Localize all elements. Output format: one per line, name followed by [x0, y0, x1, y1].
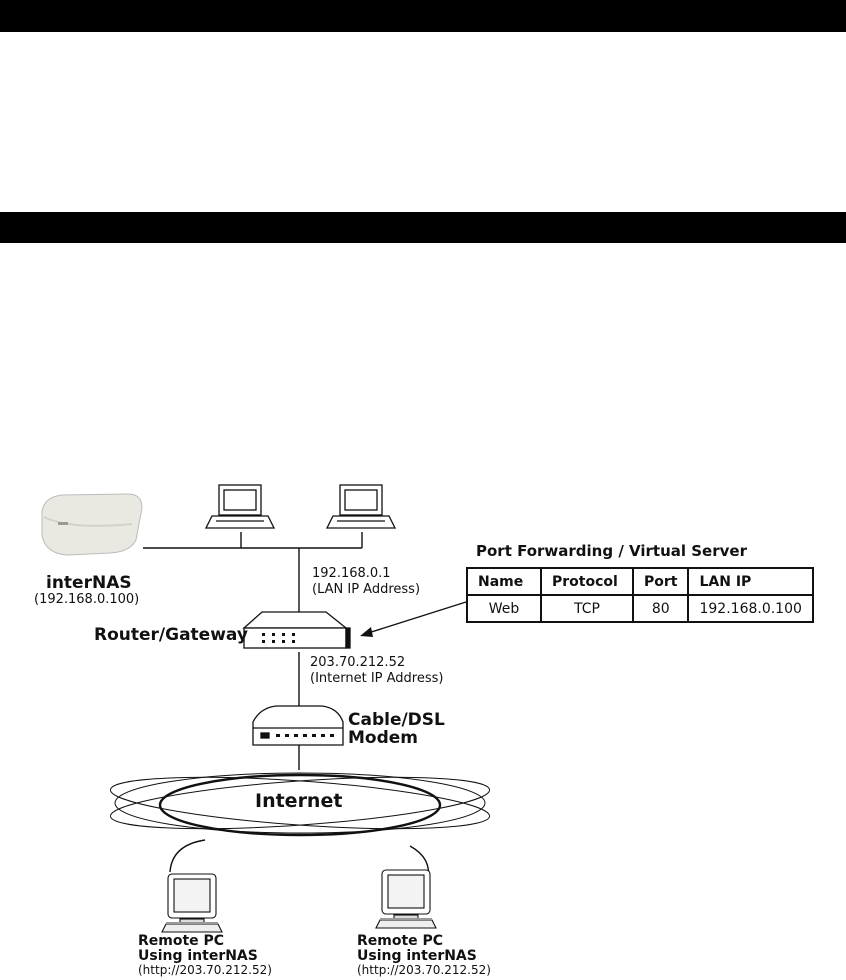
remote-pc-1-icon [161, 873, 223, 933]
remote-pc-1-line3: (http://203.70.212.52) [138, 963, 272, 977]
header-name: Name [466, 567, 542, 596]
table-header-row: Name Protocol Port LAN IP [466, 567, 814, 596]
lan-pc-2-icon [325, 484, 397, 529]
internet-cloud-icon [109, 772, 491, 837]
cell-lan-ip: 192.168.0.100 [687, 594, 814, 623]
remote-pc-2-line2: Using interNAS [357, 948, 477, 964]
modem-label-line2: Modem [348, 728, 419, 748]
nas-device-icon [41, 493, 143, 556]
modem-label-line1: Cable/DSL [348, 710, 445, 730]
router-icon [242, 611, 351, 649]
remote-pc-1-line1: Remote PC [138, 933, 225, 949]
remote-pc-2-icon [375, 869, 437, 929]
remote-pc-2-line3: (http://203.70.212.52) [357, 963, 491, 977]
internet-label: Internet [255, 790, 343, 812]
remote-pc-2-line1: Remote PC [357, 933, 444, 949]
forward-arrow-head [360, 627, 373, 637]
remote-link-left [169, 839, 206, 873]
table-row: Web TCP 80 192.168.0.100 [466, 594, 814, 623]
lan-ip-label: 192.168.0.1 [312, 566, 391, 581]
modem-icon [252, 705, 344, 746]
nas-name-label: interNAS [46, 573, 132, 593]
lan-pc-1-icon [204, 484, 276, 529]
port-forwarding-table: Name Protocol Port LAN IP Web TCP 80 192… [466, 567, 814, 623]
header-bar-top [0, 0, 846, 32]
header-lan-ip: LAN IP [687, 567, 814, 596]
nas-ip-label: (192.168.0.100) [34, 592, 140, 607]
forward-arrow-line [364, 601, 467, 635]
lan-ip-note-label: (LAN IP Address) [312, 582, 421, 597]
cell-protocol: TCP [540, 594, 634, 623]
cell-name: Web [466, 594, 542, 623]
wan-ip-label: 203.70.212.52 [310, 655, 406, 670]
wan-ip-note-label: (Internet IP Address) [310, 671, 444, 686]
router-name-label: Router/Gateway [94, 625, 248, 645]
port-forwarding-title: Port Forwarding / Virtual Server [476, 542, 747, 560]
cell-port: 80 [631, 594, 690, 623]
header-bar-section [0, 212, 846, 243]
remote-pc-1-line2: Using interNAS [138, 948, 258, 964]
header-port: Port [631, 567, 690, 596]
header-protocol: Protocol [540, 567, 634, 596]
